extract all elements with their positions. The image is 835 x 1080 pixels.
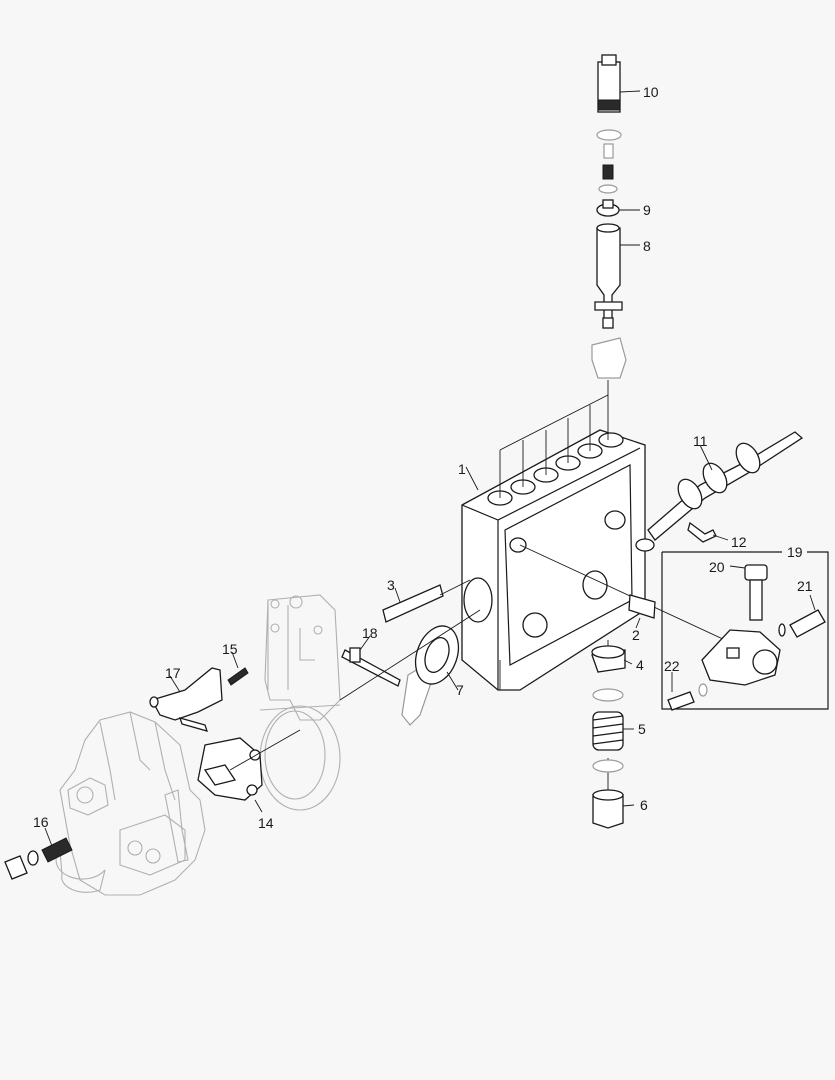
callout-21: 21 — [797, 578, 813, 594]
part-22-bolt — [667, 672, 708, 711]
part-4-spring-seat — [591, 645, 633, 673]
part-3-control-rack — [382, 584, 444, 623]
callout-9: 9 — [643, 202, 651, 218]
callout-6: 6 — [640, 797, 648, 813]
valve-spring — [602, 164, 614, 180]
callout-12: 12 — [731, 534, 747, 550]
lower-washer — [592, 688, 624, 702]
callout-20: 20 — [709, 559, 725, 575]
callout-22: 22 — [664, 658, 680, 674]
callout-17: 17 — [165, 665, 181, 681]
part-20-hand-primer — [729, 564, 768, 621]
part-7-bearing — [414, 625, 460, 691]
callout-4: 4 — [636, 657, 644, 673]
inset-box-19-feed-pump — [661, 551, 829, 711]
part-1-pump-housing — [229, 380, 726, 790]
part-12-bearing-shell — [687, 521, 729, 543]
valve-piece — [603, 143, 614, 159]
callout-2: 2 — [632, 627, 640, 643]
part-14-flyweight — [197, 737, 263, 813]
callout-1: 1 — [458, 461, 466, 477]
part-15-spring — [227, 651, 249, 686]
feed-pump-body — [701, 629, 781, 686]
part-10-delivery-valve-holder — [597, 54, 641, 113]
callout-11: 11 — [693, 433, 708, 449]
part-21-banjo-bolt — [778, 594, 826, 638]
callout-10: 10 — [643, 84, 659, 100]
lower-spring-seat — [592, 759, 624, 773]
callout-7: 7 — [456, 682, 464, 698]
callout-18: 18 — [362, 625, 378, 641]
callout-15: 15 — [222, 641, 238, 657]
assembly-guide-lines — [229, 380, 726, 790]
washer — [598, 184, 618, 194]
callout-3: 3 — [387, 577, 395, 593]
part-17-lever — [149, 667, 223, 732]
part-16-adjusting-screw — [4, 827, 73, 880]
callout-8: 8 — [643, 238, 651, 254]
callout-19: 19 — [787, 544, 803, 560]
intermediate-housing — [259, 594, 341, 811]
part-9-delivery-valve — [596, 199, 640, 217]
part-2-plug — [628, 594, 656, 629]
seal-ring — [596, 129, 622, 141]
part-5-plunger-spring — [592, 711, 634, 751]
control-sleeve — [591, 337, 627, 379]
governor-housing — [55, 711, 206, 896]
callout-14: 14 — [258, 815, 274, 831]
callout-5: 5 — [638, 721, 646, 737]
part-6-tappet — [592, 789, 635, 829]
part-8-plunger-barrel — [594, 223, 640, 329]
part-18-control-shaft — [341, 635, 401, 687]
part-11-camshaft — [647, 431, 804, 541]
callout-16: 16 — [33, 814, 49, 830]
